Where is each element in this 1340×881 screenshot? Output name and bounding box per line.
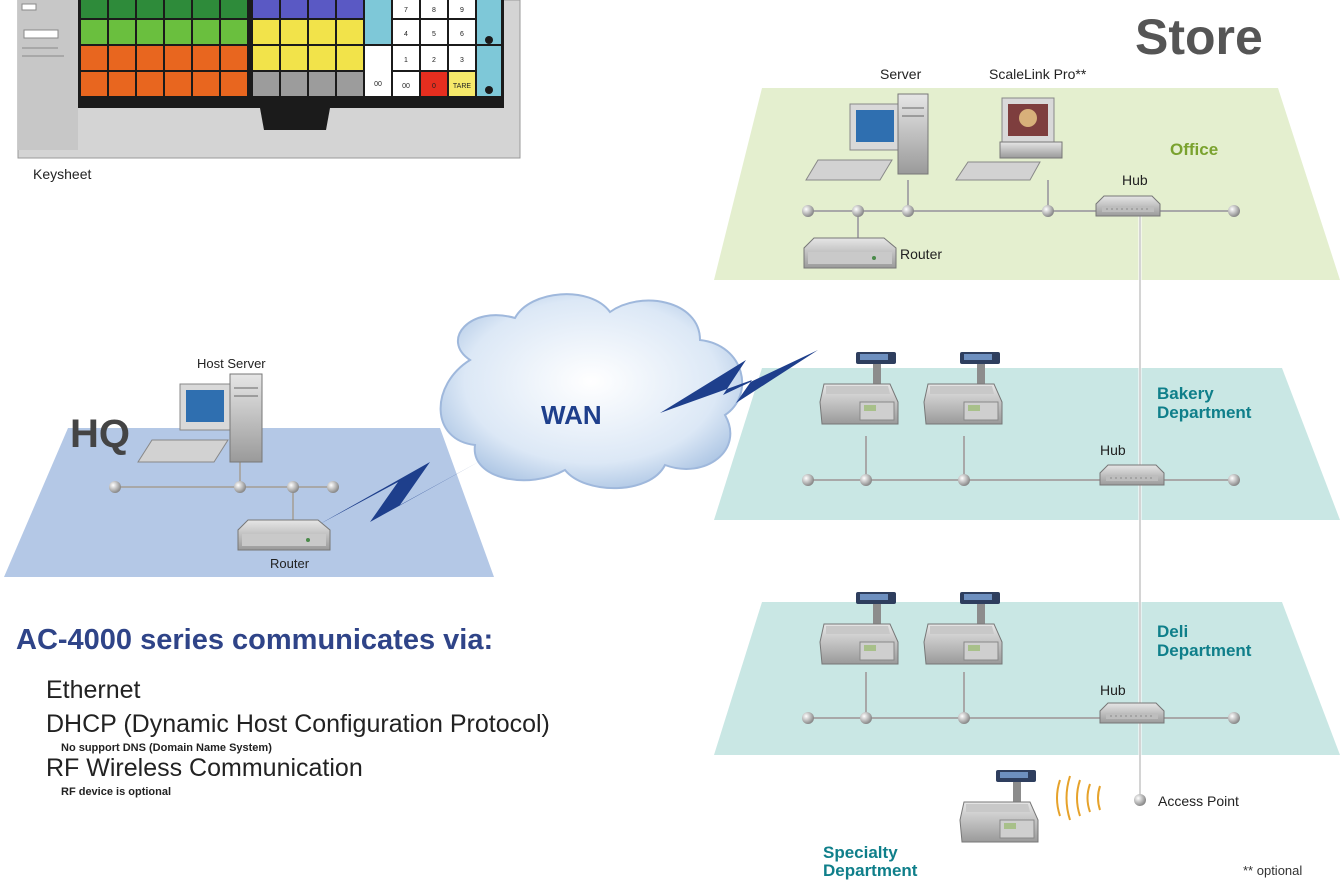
hq-plane: [4, 428, 494, 577]
wan-link-hq-bolt: [318, 460, 482, 525]
deli-zone-line1: Deli: [1157, 622, 1189, 641]
scalelink-pro-label: ScaleLink Pro**: [989, 66, 1087, 82]
office-server-label: Server: [880, 66, 922, 82]
keysheet-key-label: 9: [460, 7, 464, 14]
bakery-network: [802, 351, 1240, 486]
comms-item-ethernet: Ethernet: [46, 676, 141, 704]
keysheet-key-label: 00: [402, 83, 410, 90]
deli-zone-label: Deli Department: [1157, 622, 1251, 660]
deli-hub-label: Hub: [1100, 682, 1126, 698]
keysheet-key-label: 00: [374, 81, 382, 88]
comms-note-dhcp: No support DNS (Domain Name System): [61, 742, 272, 754]
comms-item-dhcp: DHCP (Dynamic Host Configuration Protoco…: [46, 710, 550, 738]
keysheet-key-label: 3: [460, 57, 464, 64]
scalelink-pro-icon: [955, 97, 1063, 181]
specialty-line1: Specialty: [823, 843, 898, 862]
bakery-zone-line2: Department: [1157, 403, 1252, 422]
keysheet-key-label: 1: [404, 57, 408, 64]
office-hub-label: Hub: [1122, 172, 1148, 188]
hq-router-label: Router: [270, 556, 310, 571]
hq-title: HQ: [70, 412, 130, 456]
keysheet-key-label: 2: [432, 57, 436, 64]
footnote-optional: ** optional: [1243, 863, 1303, 878]
keysheet-key-label: 6: [460, 31, 464, 38]
host-server-icon: [137, 373, 263, 463]
specialty-line2: Department: [823, 861, 918, 880]
keysheet-key-label: 7: [404, 7, 408, 14]
rf-signal-icon: [1056, 775, 1101, 821]
keysheet-caption: Keysheet: [33, 166, 92, 182]
comms-title: AC-4000 series communicates via:: [16, 624, 494, 656]
bakery-zone-line1: Bakery: [1157, 384, 1214, 403]
specialty-zone-label: Specialty Department: [823, 844, 917, 880]
host-server-label: Host Server: [197, 356, 266, 371]
keysheet-key-label: 4: [404, 31, 408, 38]
comms-note-rf: RF device is optional: [61, 786, 172, 798]
keysheet-key-label: 8: [432, 7, 436, 14]
bakery-zone-label: Bakery Department: [1157, 384, 1251, 422]
store-title: Store: [1135, 9, 1263, 65]
deli-zone-line2: Department: [1157, 641, 1252, 660]
access-point-icon: [1134, 794, 1146, 806]
keysheet-key-label: 0: [432, 83, 436, 90]
comms-item-rf: RF Wireless Communication: [46, 754, 363, 782]
office-network: [802, 93, 1240, 269]
office-zone-label: Office: [1170, 140, 1219, 159]
wan-cloud: [439, 293, 744, 490]
office-router-label: Router: [900, 246, 943, 262]
keysheet-screenshot: [17, 0, 521, 159]
office-server-icon: [805, 93, 929, 181]
wan-link-store-bolt: [660, 350, 818, 413]
specialty-scale-icon: [959, 769, 1039, 843]
access-point-label: Access Point: [1158, 793, 1239, 809]
keysheet-key-label: 5: [432, 31, 436, 38]
hq-network: [109, 373, 339, 551]
wan-label: WAN: [541, 400, 602, 430]
keysheet-key-label: TARE: [453, 83, 471, 90]
bakery-hub-label: Hub: [1100, 442, 1126, 458]
deli-network: [802, 591, 1240, 724]
